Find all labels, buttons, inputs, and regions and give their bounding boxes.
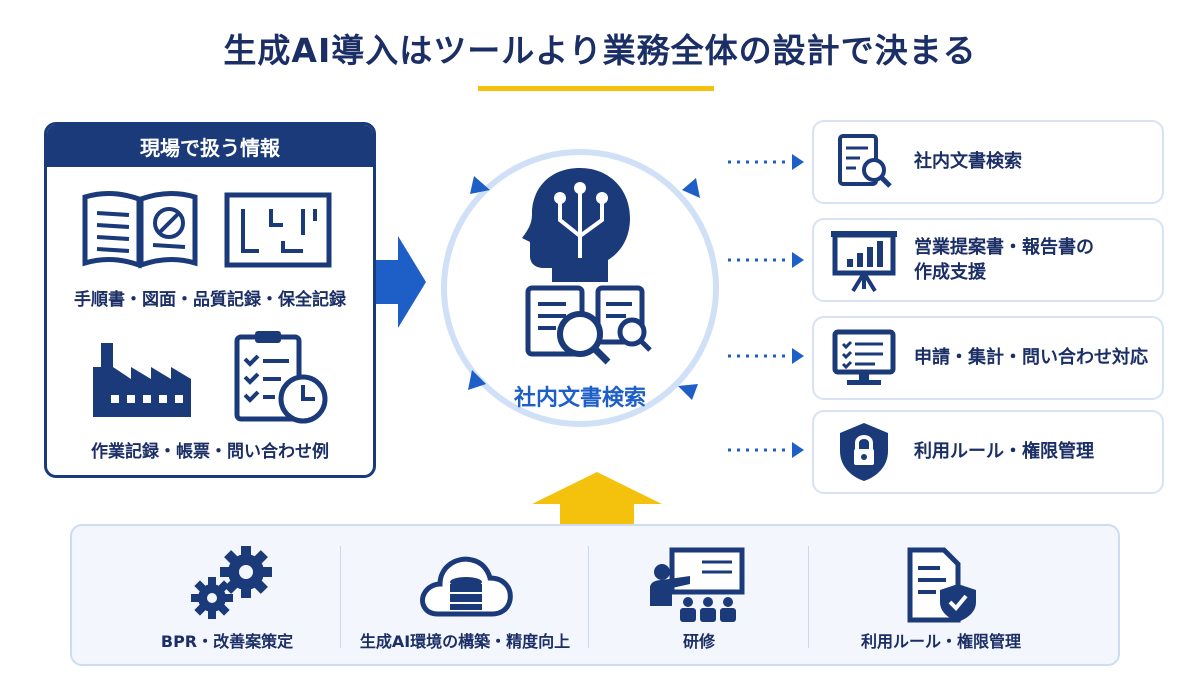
foundation-label: BPR・改善案策定: [160, 632, 294, 651]
center-cycle: [441, 149, 719, 427]
foundation-label: 生成AI環境の構築・精度向上: [359, 632, 571, 651]
lock-shield-icon: [840, 423, 888, 481]
foundation-item-ai-environment: 生成AI環境の構築・精度向上: [342, 526, 588, 664]
manual-book-icon: [82, 191, 198, 269]
use-case-rules-permissions: 利用ルール・権限管理: [812, 410, 1164, 494]
center-label: 社内文書検索: [513, 386, 646, 411]
dotted-connector: [728, 154, 804, 170]
foundation-label: 利用ルール・権限管理: [860, 632, 1021, 651]
monitor-checklist-icon: [832, 329, 896, 385]
flow-arrow-up-icon: [532, 472, 662, 524]
factory-icon: [93, 343, 191, 417]
use-case-label: 社内文書検索: [914, 151, 1022, 173]
divider: [588, 546, 589, 648]
title-underline: [478, 86, 714, 91]
gears-icon: [191, 546, 272, 619]
divider: [808, 546, 809, 648]
foundation-item-rules: 利用ルール・権限管理: [810, 526, 1072, 664]
training-icon: [650, 547, 745, 622]
checklist-clock-icon: [234, 331, 328, 424]
field-information-header: 現場で扱う情報: [47, 125, 373, 167]
caption-records: 作業記録・帳票・問い合わせ例: [91, 442, 329, 462]
use-case-proposal-support: 営業提案書・報告書の 作成支援: [812, 218, 1164, 302]
use-case-document-search: 社内文書検索: [812, 120, 1164, 204]
foundation-label: 研修: [682, 632, 715, 651]
use-case-applications: 申請・集計・問い合わせ対応: [812, 316, 1164, 400]
use-case-label: 営業提案書・報告書の 作成支援: [914, 236, 1094, 283]
document-search-icon: [525, 285, 652, 365]
cloud-database-icon: [420, 556, 513, 617]
flow-arrow-right-icon: [376, 236, 426, 328]
divider: [340, 546, 341, 648]
foundation-item-training: 研修: [590, 526, 808, 664]
dotted-connector: [728, 348, 804, 364]
foundation-panel: BPR・改善案策定 生成AI環境の構築・精度向上 研修: [70, 524, 1120, 666]
dotted-connector: [728, 252, 804, 268]
field-information-panel: 現場で扱う情報 手順書・図面・品質記録・保全記録: [44, 122, 376, 478]
ai-head-icon: [522, 168, 630, 282]
dotted-connector: [728, 442, 804, 458]
use-case-label: 利用ルール・権限管理: [914, 441, 1094, 463]
foundation-item-bpr: BPR・改善案策定: [112, 526, 342, 664]
document-shield-icon: [907, 547, 976, 623]
floor-plan-icon: [224, 192, 332, 268]
page-title: 生成AI導入はツールより業務全体の設計で決まる: [223, 31, 977, 70]
use-case-label: 申請・集計・問い合わせ対応: [914, 347, 1148, 369]
presentation-chart-icon: [831, 231, 897, 293]
document-search-icon: [838, 134, 892, 188]
caption-documents: 手順書・図面・品質記録・保全記録: [74, 290, 346, 310]
